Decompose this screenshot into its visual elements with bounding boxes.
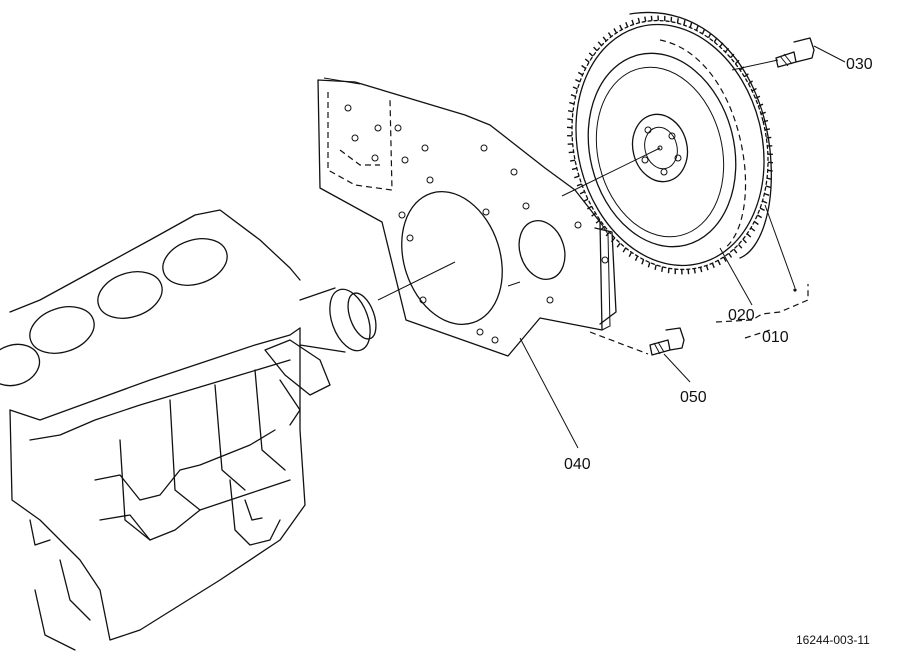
callout-050: 050 [680,389,707,406]
callout-020: 020 [728,307,755,324]
figure-id: 16244-003-11 [796,633,870,647]
bolt-drawing [649,37,815,356]
engine-block-drawing [0,209,377,651]
flywheel-drawing [571,11,772,271]
ring-gear-teeth [566,15,774,275]
leader-lines [377,45,846,449]
plate-drawing [317,77,617,357]
callout-010: 010 [762,329,789,346]
callout-040: 040 [564,456,591,473]
callout-030: 030 [846,56,873,73]
